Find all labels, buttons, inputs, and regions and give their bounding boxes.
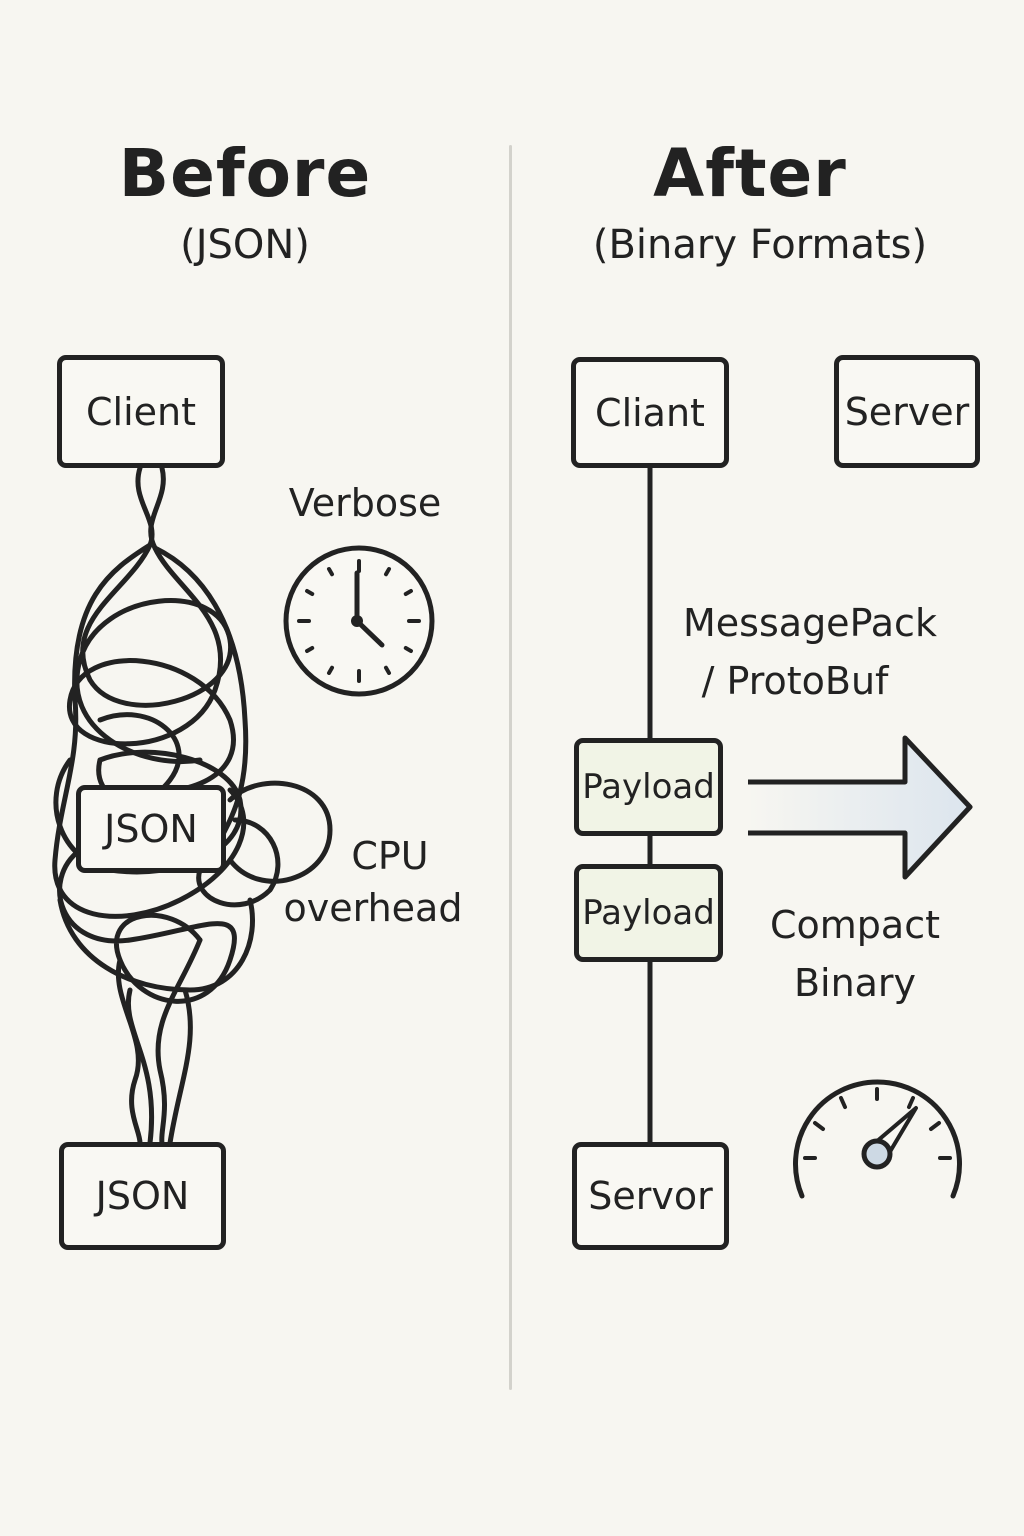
before-client-box: Client	[57, 355, 225, 468]
label-compact-line2: Binary	[793, 961, 917, 1005]
payload-box-1: Payload	[574, 738, 723, 836]
after-server-bottom-box: Servor	[572, 1142, 729, 1250]
after-server-box: Server	[834, 355, 980, 468]
after-subtitle: (Binary Formats)	[592, 222, 928, 268]
clock-tick	[384, 567, 391, 577]
arrow-right-icon	[748, 735, 973, 880]
before-json-bottom-box: JSON	[59, 1142, 226, 1250]
label-cpu-line1: CPU	[351, 834, 429, 878]
clock-icon	[283, 545, 435, 697]
clock-tick	[403, 589, 413, 596]
payload-box-2: Payload	[574, 864, 723, 962]
before-subtitle: (JSON)	[180, 222, 310, 268]
label-format-line2: / ProtoBuf	[701, 659, 889, 703]
label-cpu-overhead: CPU overhead	[284, 830, 480, 934]
label-format: MessagePack / ProtoBuf	[660, 594, 960, 710]
clock-tick	[403, 646, 413, 653]
label-compact-binary: Compact Binary	[745, 896, 965, 1012]
label-format-line1: MessagePack	[683, 601, 937, 645]
clock-tick	[305, 589, 315, 596]
clock-tick	[327, 665, 334, 675]
clock-tick	[327, 567, 334, 577]
after-client-box: Cliant	[571, 357, 729, 468]
before-title: Before	[118, 135, 372, 212]
speedometer-icon	[793, 1079, 962, 1199]
label-compact-line1: Compact	[770, 903, 940, 947]
clock-tick	[384, 665, 391, 675]
label-cpu-line2: overhead	[283, 886, 463, 930]
label-verbose: Verbose	[288, 481, 442, 525]
before-json-box: JSON	[76, 785, 226, 873]
clock-tick	[305, 646, 315, 653]
center-divider	[509, 145, 512, 1390]
after-title: After	[653, 135, 847, 212]
